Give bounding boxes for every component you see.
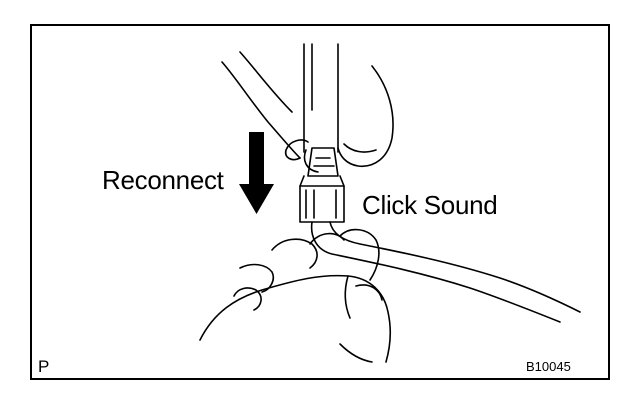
down-arrow-icon (239, 132, 274, 214)
figure-code: B10045 (526, 359, 571, 374)
lower-hand (199, 228, 391, 363)
lower-hose (310, 221, 581, 323)
connector (299, 147, 345, 223)
figure-frame (30, 24, 610, 380)
pipe (303, 43, 339, 153)
reconnect-label: Reconnect (102, 165, 224, 195)
corner-letter: P (38, 357, 50, 376)
upper-hand (221, 51, 394, 173)
click-sound-label: Click Sound (362, 190, 498, 220)
